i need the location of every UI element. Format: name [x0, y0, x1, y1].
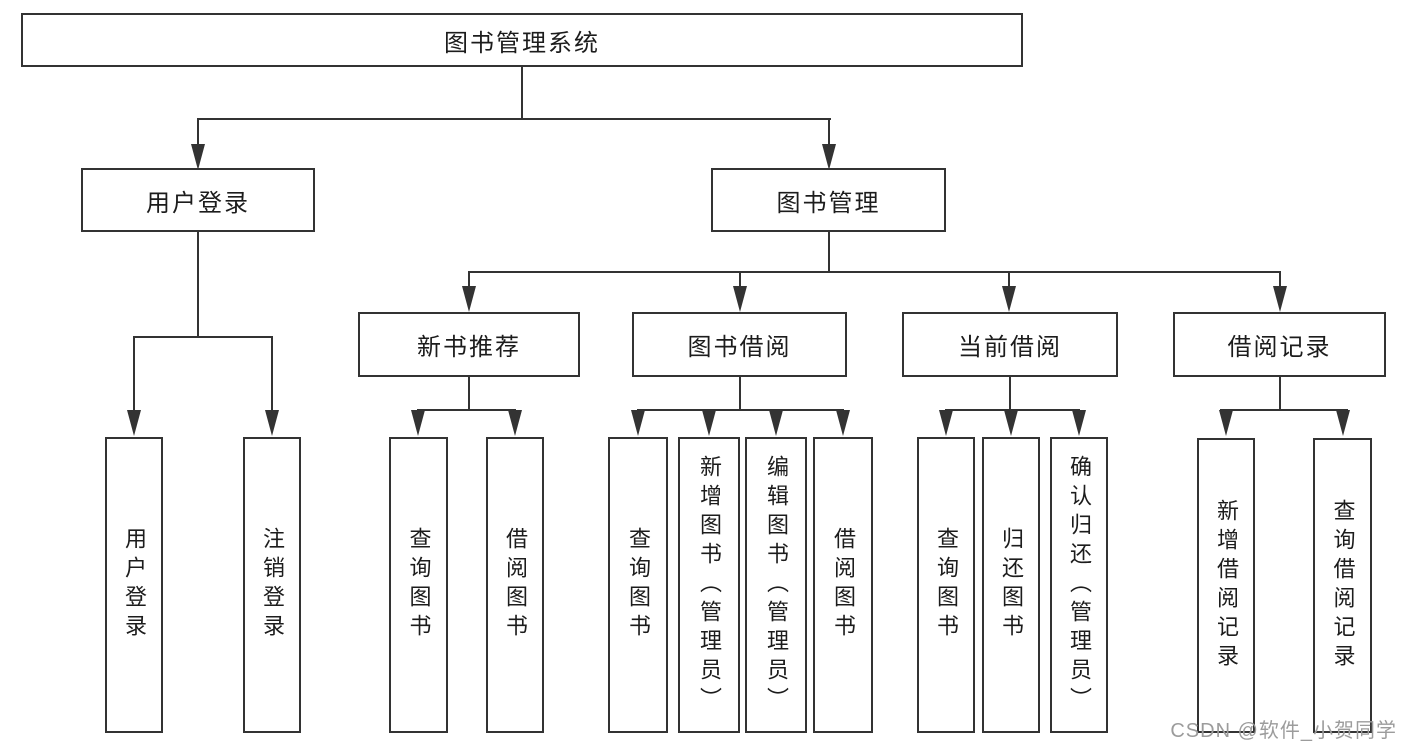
- node-library-management-system: 图书管理系统: [21, 13, 1023, 67]
- arrow-down-icon: [411, 410, 425, 436]
- connector-stub: [271, 336, 273, 414]
- connector-stub: [828, 118, 830, 148]
- connector-stem: [1009, 376, 1011, 410]
- arrow-down-icon: [1273, 286, 1287, 312]
- node-user-login: 用户登录: [81, 168, 315, 232]
- connector-stem: [1279, 376, 1281, 410]
- node-book-borrowing: 图书借阅: [632, 312, 847, 377]
- arrow-down-icon: [939, 410, 953, 436]
- node-borrow-records: 借阅记录: [1173, 312, 1386, 377]
- arrow-down-icon: [508, 410, 522, 436]
- leaf-borrow-books-recommend: 借阅图书: [486, 437, 544, 733]
- connector-bus: [417, 409, 516, 411]
- node-new-book-recommend: 新书推荐: [358, 312, 580, 377]
- leaf-logout: 注销登录: [243, 437, 301, 733]
- leaf-borrow-books: 借阅图书: [813, 437, 873, 733]
- leaf-query-books-current: 查询图书: [917, 437, 975, 733]
- arrow-down-icon: [1072, 410, 1086, 436]
- arrow-down-icon: [1336, 410, 1350, 436]
- connector-stub: [739, 271, 741, 291]
- leaf-return-book: 归还图书: [982, 437, 1040, 733]
- arrow-down-icon: [631, 410, 645, 436]
- csdn-watermark: CSDN @软件_小贺同学: [1170, 720, 1397, 742]
- leaf-user-login: 用户登录: [105, 437, 163, 733]
- node-current-borrowing: 当前借阅: [902, 312, 1118, 377]
- connector-stem: [468, 376, 470, 410]
- connector-stub: [1008, 271, 1010, 291]
- connector-root-stem: [521, 67, 523, 119]
- connector-bus: [1220, 409, 1348, 411]
- connector-user-login-stem: [197, 232, 199, 337]
- connector-book-mgmt-bus: [468, 271, 1281, 273]
- leaf-add-book-admin: 新增图书（管理员）: [678, 437, 740, 733]
- connector-stub: [468, 271, 470, 291]
- arrow-down-icon: [836, 410, 850, 436]
- connector-stub: [133, 336, 135, 414]
- connector-stub: [197, 118, 199, 148]
- arrow-down-icon: [1002, 286, 1016, 312]
- connector-book-mgmt-stem: [828, 232, 830, 273]
- arrow-down-icon: [733, 286, 747, 312]
- connector-bus: [637, 409, 844, 411]
- leaf-query-borrow-record: 查询借阅记录: [1313, 438, 1372, 733]
- arrow-down-icon: [822, 144, 836, 170]
- arrow-down-icon: [265, 410, 279, 436]
- arrow-down-icon: [191, 144, 205, 170]
- connector-root-bus: [197, 118, 831, 120]
- arrow-down-icon: [1004, 410, 1018, 436]
- leaf-query-books-borrowing: 查询图书: [608, 437, 668, 733]
- arrow-down-icon: [462, 286, 476, 312]
- connector-user-login-bus: [133, 336, 273, 338]
- leaf-query-books-recommend: 查询图书: [389, 437, 448, 733]
- leaf-confirm-return-admin: 确认归还（管理员）: [1050, 437, 1108, 733]
- arrow-down-icon: [127, 410, 141, 436]
- connector-stem: [739, 376, 741, 410]
- connector-stub: [1279, 271, 1281, 291]
- arrow-down-icon: [1219, 410, 1233, 436]
- arrow-down-icon: [769, 410, 783, 436]
- leaf-edit-book-admin: 编辑图书（管理员）: [745, 437, 807, 733]
- arrow-down-icon: [702, 410, 716, 436]
- node-book-management: 图书管理: [711, 168, 946, 232]
- leaf-add-borrow-record: 新增借阅记录: [1197, 438, 1255, 733]
